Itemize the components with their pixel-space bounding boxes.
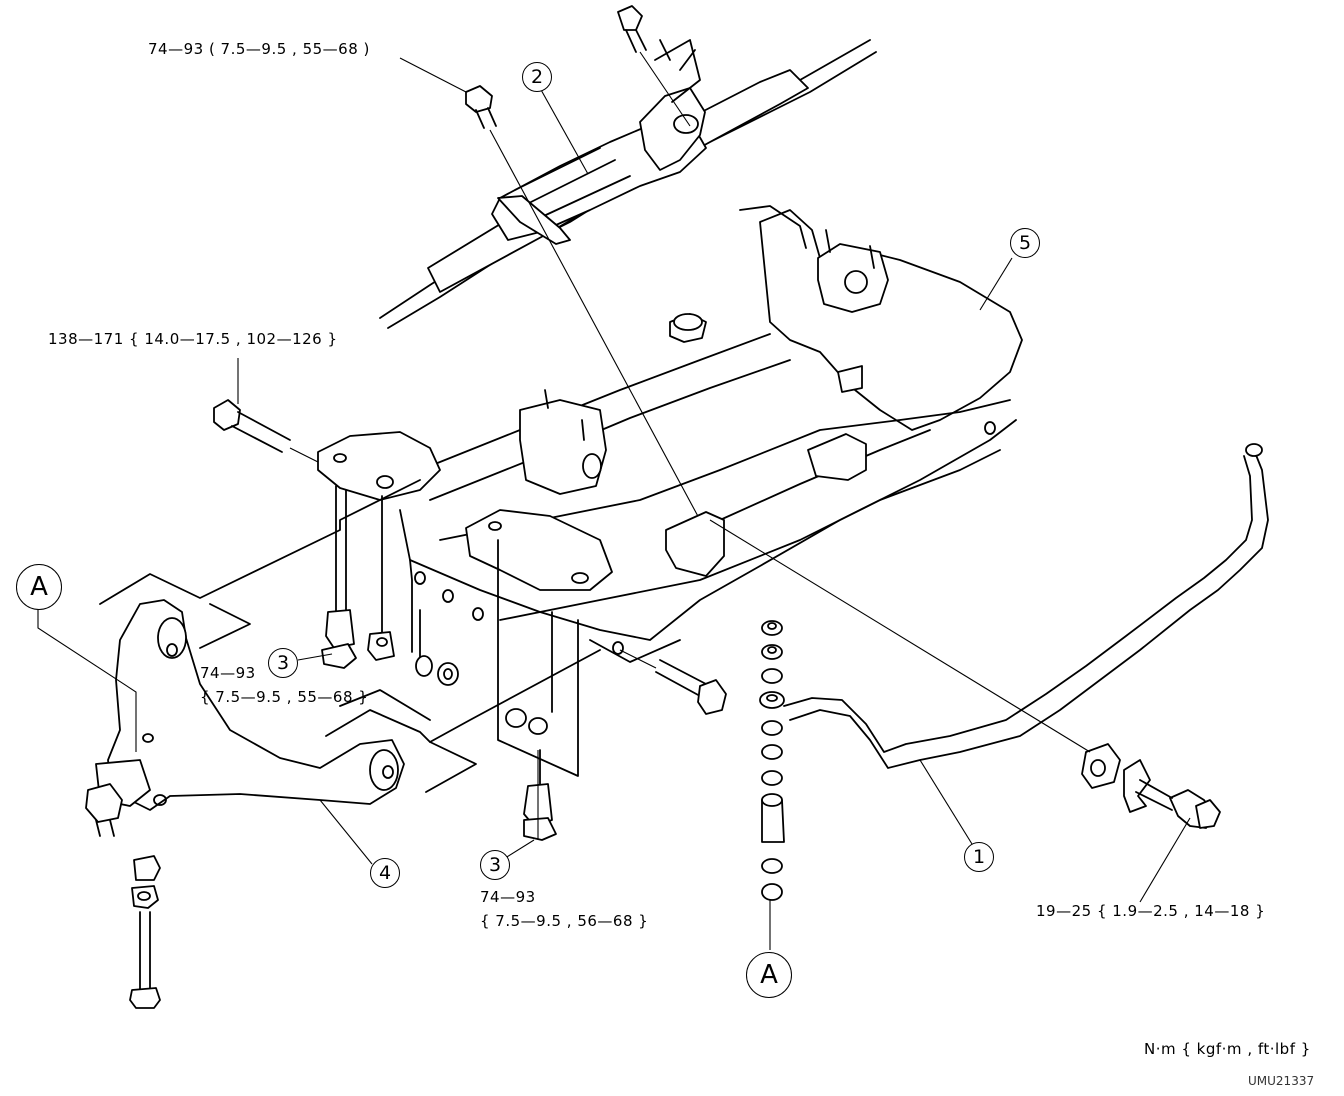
control-arm-bolt-torque-line1: 74—93 [200, 664, 256, 682]
leader-lines [37, 57, 1191, 950]
crossmember-long-bolt [213, 399, 319, 463]
control-arm-bolt-torque-line2: { 7.5—9.5 , 55—68 } [200, 688, 369, 706]
steering-gear [379, 5, 877, 329]
callout-item-3-upper: 3 [268, 648, 298, 678]
locator-outlines [99, 479, 601, 793]
callout-item-4: 4 [370, 858, 400, 888]
lower-bolt-torque-line2: { 7.5—9.5 , 56—68 } [480, 912, 649, 930]
units-note: N·m { kgf·m , ft·lbf } [1144, 1040, 1311, 1058]
reference-a-left: A [16, 564, 62, 610]
stabilizer-link-stack [759, 620, 785, 901]
steering-gear-bolt [465, 85, 701, 521]
item3-fasteners [321, 485, 459, 686]
callout-item-3-lower: 3 [480, 850, 510, 880]
stabilizer-bracket-bolt-torque: 19—25 { 1.9—2.5 , 14—18 } [1036, 902, 1266, 920]
lower-control-arm [85, 599, 405, 837]
crossmember-bolt-torque: 138—171 { 14.0—17.5 , 102—126 } [48, 330, 338, 348]
center-bolt-assembly [497, 539, 579, 841]
ball-joint-bolt [129, 855, 161, 1009]
callout-item-2: 2 [522, 62, 552, 92]
callout-item-1: 1 [964, 842, 994, 872]
lower-bolt-torque-line1: 74—93 [480, 888, 536, 906]
crossmember-side-bolt [619, 649, 727, 715]
steering-gear-bolt-torque: 74—93 ( 7.5—9.5 , 55—68 ) [148, 40, 370, 58]
crossmember [317, 205, 1023, 663]
reference-a-bottom: A [746, 952, 792, 998]
figure-code: UMU21337 [1248, 1074, 1315, 1088]
callout-item-5: 5 [1010, 228, 1040, 258]
stabilizer-bar [709, 443, 1269, 829]
